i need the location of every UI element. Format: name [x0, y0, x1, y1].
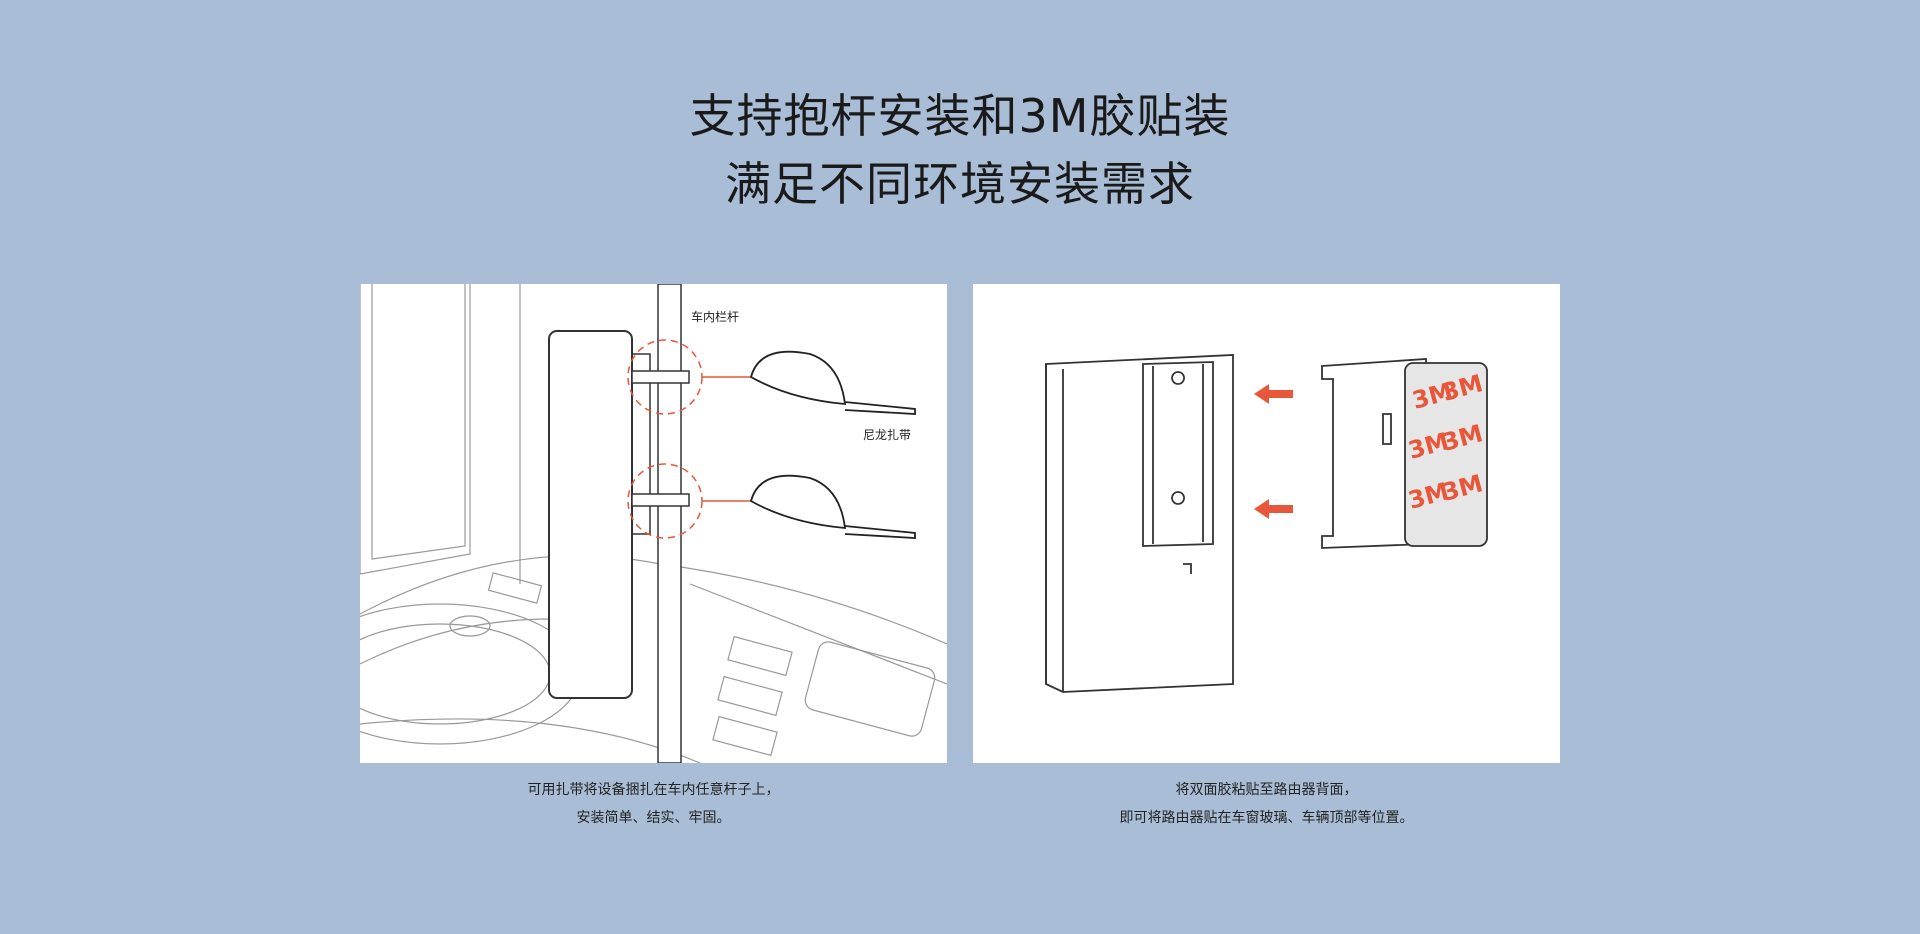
adhesive-caption-line-1: 将双面胶粘贴至路由器背面， — [1175, 782, 1358, 798]
heading-line-1: 支持抱杆安装和3M胶贴装 — [689, 89, 1231, 143]
pole-caption-line-2: 安装简单、结实、牢固。 — [576, 810, 731, 826]
adhesive-caption-line-2: 即可将路由器贴在车窗玻璃、车辆顶部等位置。 — [1119, 810, 1414, 826]
pole-mount-caption: 可用扎带将设备捆扎在车内任意杆子上， 安装简单、结实、牢固。 — [360, 776, 947, 832]
pole-mount-illustration: 车内栏杆 尼龙扎带 — [360, 284, 947, 763]
cable-tie-label: 尼龙扎带 — [863, 428, 912, 442]
adhesive-mount-caption: 将双面胶粘贴至路由器背面， 即可将路由器贴在车窗玻璃、车辆顶部等位置。 — [973, 776, 1560, 832]
heading-line-2: 满足不同环境安装需求 — [725, 157, 1195, 211]
pole-caption-line-1: 可用扎带将设备捆扎在车内任意杆子上， — [527, 782, 780, 798]
adhesive-mount-illustration: 3M 3M 3M 3M 3M 3M — [973, 284, 1560, 763]
pole-label: 车内栏杆 — [691, 310, 740, 324]
